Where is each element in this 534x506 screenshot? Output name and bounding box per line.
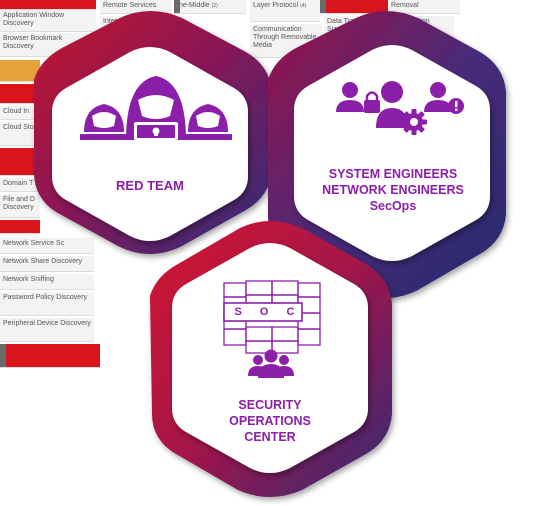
- matrix-cell: File and D Discovery: [0, 194, 40, 218]
- hacker-group-icon: [80, 76, 232, 140]
- matrix-cell: [6, 344, 100, 368]
- matrix-cell: Network Share Discovery: [0, 256, 94, 272]
- engineers-label-line3: SecOps: [369, 199, 417, 213]
- engineers-label: SYSTEM ENGINEERS NETWORK ENGINEERS SecOp…: [298, 166, 488, 214]
- matrix-cell: Application Window Discovery: [0, 10, 96, 32]
- engineers-hexagon: [294, 45, 490, 261]
- matrix-cell: the-Middle (2): [174, 0, 246, 14]
- engineers-label-line2: NETWORK ENGINEERS: [322, 183, 464, 197]
- red-team-label: RED TEAM: [116, 178, 184, 193]
- soc-letter-c: C: [286, 306, 296, 318]
- matrix-cell: Network Service Sc: [0, 238, 94, 254]
- matrix-cell: Layer Protocol (4): [250, 0, 320, 22]
- matrix-cell: Removal: [388, 0, 460, 14]
- soc-video-wall-icon: [223, 280, 321, 354]
- matrix-cell: [0, 148, 40, 176]
- soc-label: SECURITY OPERATIONS CENTER: [210, 397, 330, 445]
- matrix-cell: Cloud Sto: [0, 122, 40, 146]
- soc-label-line2: OPERATIONS: [229, 414, 311, 428]
- soc-letter-s: S: [234, 306, 243, 318]
- matrix-cell: Password Policy Discovery: [0, 292, 94, 316]
- soc-label-line3: CENTER: [244, 430, 296, 444]
- matrix-cell: [320, 0, 326, 14]
- soc-screen-letters: S O C: [226, 303, 304, 321]
- matrix-cell: [0, 220, 40, 234]
- matrix-cell: Peripheral Device Discovery: [0, 318, 94, 342]
- matrix-cell: [0, 344, 6, 368]
- engineers-label-line1: SYSTEM ENGINEERS: [328, 167, 458, 181]
- matrix-cell: [174, 0, 180, 14]
- matrix-cell: [0, 0, 96, 10]
- matrix-cell: Domain T: [0, 178, 40, 192]
- matrix-cell: [0, 84, 40, 104]
- matrix-cell: [0, 60, 40, 82]
- soc-label-line1: SECURITY: [238, 398, 302, 412]
- red-team-hexagon: [52, 47, 248, 241]
- matrix-cell: Network Sniffing: [0, 274, 94, 290]
- engineers-security-icon: [336, 81, 464, 135]
- matrix-cell: [324, 0, 392, 14]
- soc-letter-o: O: [259, 306, 270, 318]
- matrix-cell: Cloud In: [0, 106, 40, 120]
- team-group-icon: [248, 349, 294, 378]
